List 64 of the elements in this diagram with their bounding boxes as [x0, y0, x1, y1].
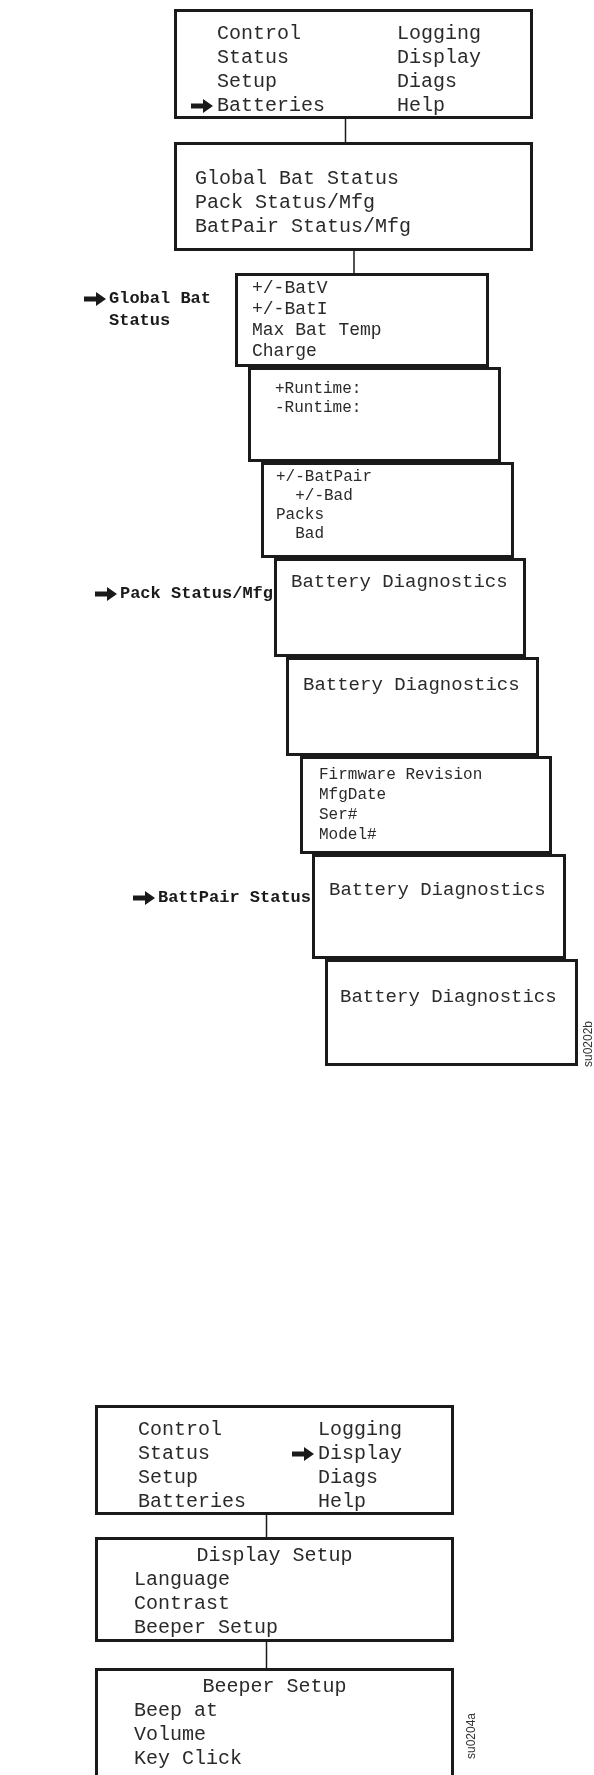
screen-line: +/-Bad [295, 487, 353, 505]
screen-name-label: Pack Status/Mfg [119, 583, 273, 605]
menu-item: Control [217, 22, 301, 46]
lcd-screen-box [95, 1537, 454, 1642]
menu-item: Display [318, 1442, 402, 1466]
menu-item: Help [397, 94, 445, 118]
screen-line: Model# [319, 826, 377, 844]
screen-line: MfgDate [319, 786, 387, 804]
menu-item: Setup [138, 1466, 198, 1490]
menu-item: Setup [217, 70, 277, 94]
screen-line: Battery Diagnostics [329, 879, 546, 901]
lcd-screen-box [286, 657, 539, 756]
screen-title: Display Setup [196, 1544, 353, 1568]
screen-line: Max Bat Temp [252, 320, 382, 340]
lcd-screen-box [325, 959, 578, 1066]
menu-item: Logging [397, 22, 481, 46]
menu-item: Control [138, 1418, 222, 1442]
menu-item: Key Click [134, 1747, 243, 1771]
connector-line [265, 1514, 268, 1538]
menu-item: Batteries [138, 1490, 247, 1514]
screen-line: Charge [252, 341, 317, 361]
menu-item: Logging [318, 1418, 402, 1442]
lcd-screen-box [261, 462, 514, 558]
lcd-screen-box [174, 142, 533, 251]
screen-line: -Runtime: [275, 399, 362, 417]
lcd-screen-box [95, 1405, 454, 1515]
connector-line [265, 1641, 268, 1669]
lcd-screen-box [248, 367, 501, 462]
menu-item: Diags [397, 70, 457, 94]
screen-line: Battery Diagnostics [340, 986, 557, 1008]
screen-name-label: BattPair Status [157, 887, 311, 909]
menu-item: Beep at [134, 1699, 218, 1723]
menu-item: Contrast [134, 1592, 230, 1616]
screen-name-label: Global Bat Status [109, 288, 213, 332]
screen-line: Packs [276, 506, 324, 524]
figure-id: su0202b [581, 1019, 594, 1067]
screen-line: Firmware Revision [319, 766, 483, 784]
screen-line: +/-BatI [252, 299, 328, 319]
screen-line: Pack Status/Mfg [195, 191, 376, 214]
screen-line: +Runtime: [275, 380, 362, 398]
screen-line: Bad [295, 525, 324, 543]
lcd-screen-box [95, 1668, 454, 1775]
lcd-screen-box [174, 9, 533, 119]
screen-line: +/-BatPair [276, 468, 372, 486]
connector-line [344, 118, 347, 143]
menu-item: Help [318, 1490, 366, 1514]
menu-item: Display [397, 46, 481, 70]
menu-item: Status [217, 46, 289, 70]
screen-title: Beeper Setup [202, 1675, 347, 1699]
screen-line: Battery Diagnostics [303, 674, 520, 696]
menu-item: Status [138, 1442, 210, 1466]
menu-item: Diags [318, 1466, 378, 1490]
screen-line: BatPair Status/Mfg [195, 215, 412, 238]
menu-item: Language [134, 1568, 230, 1592]
screen-line: +/-BatV [252, 278, 328, 298]
connector-line [353, 250, 355, 274]
figure-id: su0204a [464, 1711, 478, 1759]
menu-item: Volume [134, 1723, 206, 1747]
menu-item: Beeper Setup [134, 1616, 279, 1640]
menu-item: Batteries [217, 94, 326, 118]
screen-line: Ser# [319, 806, 358, 824]
screen-line: Battery Diagnostics [291, 571, 508, 593]
lcd-screen-box [300, 756, 552, 854]
screen-line: Global Bat Status [195, 167, 400, 190]
